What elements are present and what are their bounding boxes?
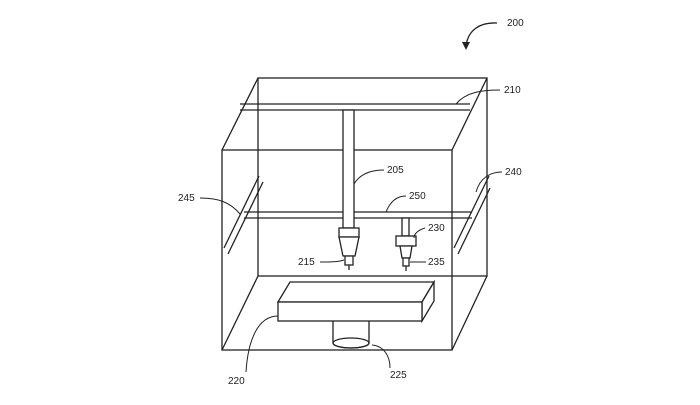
leader-210 bbox=[455, 89, 501, 105]
second-nozzle-tip bbox=[402, 257, 410, 267]
first-nozzle-tip bbox=[344, 255, 354, 266]
label-220: 220 bbox=[228, 376, 245, 387]
leader-225 bbox=[371, 344, 391, 369]
front-face bbox=[221, 149, 453, 351]
platform-support-base bbox=[332, 337, 370, 349]
gantry-shaft bbox=[342, 109, 355, 229]
right-rail-line-b bbox=[457, 187, 491, 255]
second-print-head bbox=[395, 217, 417, 271]
leader-lines bbox=[199, 89, 503, 373]
reference-arrowhead bbox=[462, 42, 470, 50]
label-250: 250 bbox=[409, 191, 426, 202]
leader-245 bbox=[199, 197, 241, 215]
leader-240 bbox=[475, 171, 503, 193]
reference-numeral-200: 200 bbox=[507, 18, 524, 29]
reference-labels: 210 245 240 205 250 230 215 235 220 225 bbox=[178, 85, 522, 387]
leader-215 bbox=[319, 259, 345, 263]
edge-bottom-right bbox=[451, 275, 488, 351]
leader-250 bbox=[385, 195, 407, 213]
build-platform-assembly bbox=[276, 279, 436, 349]
platform-support bbox=[332, 319, 370, 349]
edge-top-left bbox=[221, 77, 259, 151]
reference-arrow-curve bbox=[465, 22, 498, 47]
label-245: 245 bbox=[178, 193, 195, 204]
label-210: 210 bbox=[504, 85, 521, 96]
edge-top-right bbox=[451, 77, 488, 151]
head-collar bbox=[338, 227, 360, 238]
label-215: 215 bbox=[298, 257, 315, 268]
edge-bottom-left bbox=[221, 275, 259, 351]
label-205: 205 bbox=[387, 165, 404, 176]
label-235: 235 bbox=[428, 257, 445, 268]
top-rail bbox=[240, 103, 470, 111]
leader-230 bbox=[413, 227, 426, 239]
second-carriage-block bbox=[395, 235, 417, 247]
first-print-head bbox=[338, 109, 360, 270]
leader-205 bbox=[353, 169, 385, 185]
figure-reference: 200 bbox=[462, 18, 524, 50]
second-carriage-shaft bbox=[401, 217, 410, 237]
enclosure-frame bbox=[221, 77, 488, 351]
second-head-body bbox=[399, 245, 413, 259]
cross-rail bbox=[244, 211, 472, 219]
left-rail-line-a bbox=[223, 175, 260, 249]
label-225: 225 bbox=[390, 370, 407, 381]
label-230: 230 bbox=[428, 223, 445, 234]
platform-top bbox=[276, 281, 436, 303]
platform-front bbox=[277, 301, 423, 322]
head-body bbox=[338, 236, 360, 257]
label-240: 240 bbox=[505, 167, 522, 178]
leader-220 bbox=[245, 315, 279, 373]
